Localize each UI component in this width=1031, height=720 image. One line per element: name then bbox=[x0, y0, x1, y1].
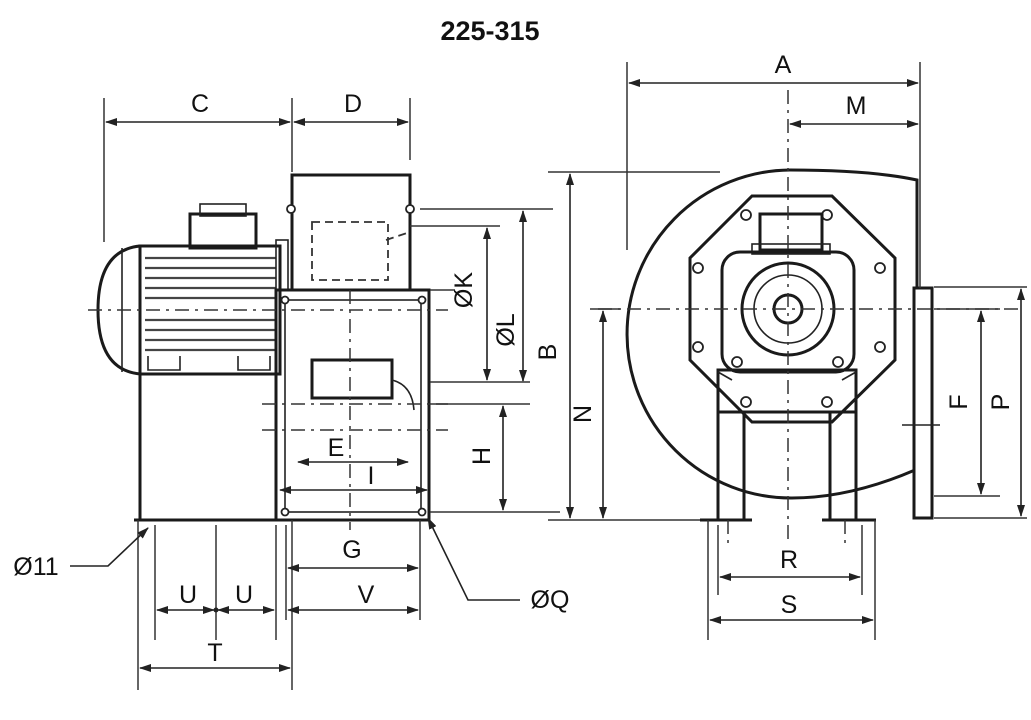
label-s: S bbox=[781, 591, 798, 619]
label-p: P bbox=[987, 394, 1015, 411]
label-i: I bbox=[368, 462, 375, 490]
label-g: G bbox=[342, 536, 361, 564]
outlet-duct bbox=[290, 173, 412, 292]
drawing-title: 225-315 bbox=[440, 16, 539, 46]
label-k: ØK bbox=[450, 272, 478, 308]
support-stand bbox=[716, 368, 858, 414]
label-u1: U bbox=[179, 581, 197, 609]
label-a: A bbox=[775, 51, 792, 79]
label-h: H bbox=[468, 447, 496, 465]
outlet-flange bbox=[912, 286, 934, 520]
side-view: C D ØK ØL H E I G U U V T Ø11 ØQ bbox=[13, 90, 569, 690]
label-u2: U bbox=[235, 581, 253, 609]
label-m: M bbox=[846, 92, 867, 120]
leader-q bbox=[427, 517, 520, 601]
label-q: ØQ bbox=[531, 586, 570, 614]
label-b: B bbox=[534, 344, 562, 361]
volute-casing bbox=[625, 168, 919, 500]
motor-fins bbox=[145, 256, 276, 352]
leader-hole bbox=[70, 527, 149, 567]
label-e: E bbox=[328, 434, 345, 462]
inlet-plate bbox=[310, 358, 394, 400]
label-t: T bbox=[207, 639, 222, 667]
label-l: ØL bbox=[492, 313, 520, 346]
motor-plate bbox=[688, 194, 897, 424]
label-v: V bbox=[358, 581, 375, 609]
fan-casing bbox=[274, 288, 431, 522]
label-c: C bbox=[191, 90, 209, 118]
label-f: F bbox=[945, 394, 973, 409]
label-r: R bbox=[780, 546, 798, 574]
label-hole: Ø11 bbox=[13, 553, 58, 581]
label-d: D bbox=[344, 90, 362, 118]
label-n: N bbox=[569, 405, 597, 423]
front-view: A M B N F P R S bbox=[534, 51, 1027, 640]
terminal-box bbox=[188, 212, 258, 250]
